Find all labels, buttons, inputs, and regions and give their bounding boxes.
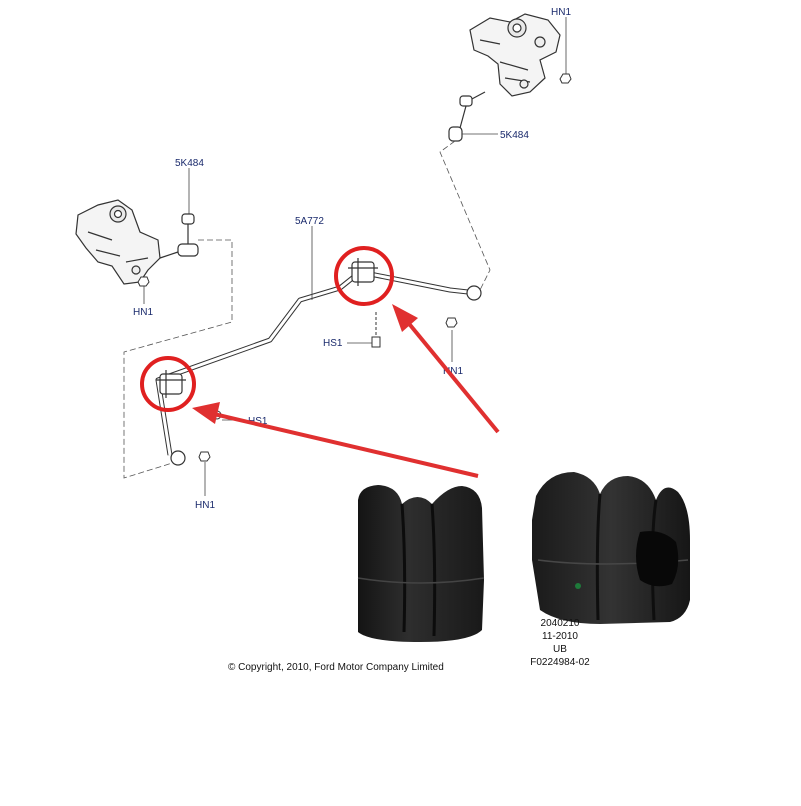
highlight-circle-lower — [140, 356, 196, 412]
part-info-line-1: 2040210 — [541, 618, 580, 629]
rear-knuckle-left — [75, 199, 161, 285]
stabilizer-bar — [155, 226, 482, 466]
rear-knuckle-right — [469, 13, 561, 97]
highlight-circle-upper — [334, 246, 394, 306]
part-info-line-4: F0224984-02 — [530, 657, 590, 668]
part-info: 2040210 11-2010 UB F0224984-02 — [530, 618, 590, 668]
label-hn1-left: HN1 — [133, 307, 153, 318]
bushing-clamp-upper — [348, 258, 378, 286]
arrow-to-upper-bushing — [392, 304, 500, 434]
label-5k484-left: 5K484 — [175, 158, 204, 169]
nut-top-right — [559, 17, 572, 84]
label-hn1-right: HN1 — [443, 366, 463, 377]
stabilizer-link-left — [159, 168, 199, 259]
label-5k484-right: 5K484 — [500, 130, 529, 141]
part-info-line-2: 11-2010 — [542, 631, 578, 642]
nut-right — [445, 317, 458, 362]
stabilizer-link-right — [439, 91, 498, 291]
copyright-text: © Copyright, 2010, Ford Motor Company Li… — [228, 662, 444, 673]
label-hs1-left: HS1 — [248, 416, 268, 427]
label-hn1-top-right: HN1 — [551, 7, 571, 18]
arrow-to-lower-bushing — [192, 402, 479, 478]
part-info-line-3: UB — [553, 644, 567, 655]
bushing-clamp-lower — [156, 370, 186, 398]
label-5a772: 5A772 — [295, 216, 324, 227]
label-hn1-bottom: HN1 — [195, 500, 215, 511]
nut-bottom — [198, 451, 211, 496]
nut-left — [137, 276, 150, 304]
label-hs1-center: HS1 — [323, 338, 343, 349]
bushing-photo-front — [532, 472, 690, 624]
bolt-center — [347, 312, 381, 348]
dashed-outline-left — [123, 239, 233, 479]
bushing-photo-side — [357, 485, 485, 642]
